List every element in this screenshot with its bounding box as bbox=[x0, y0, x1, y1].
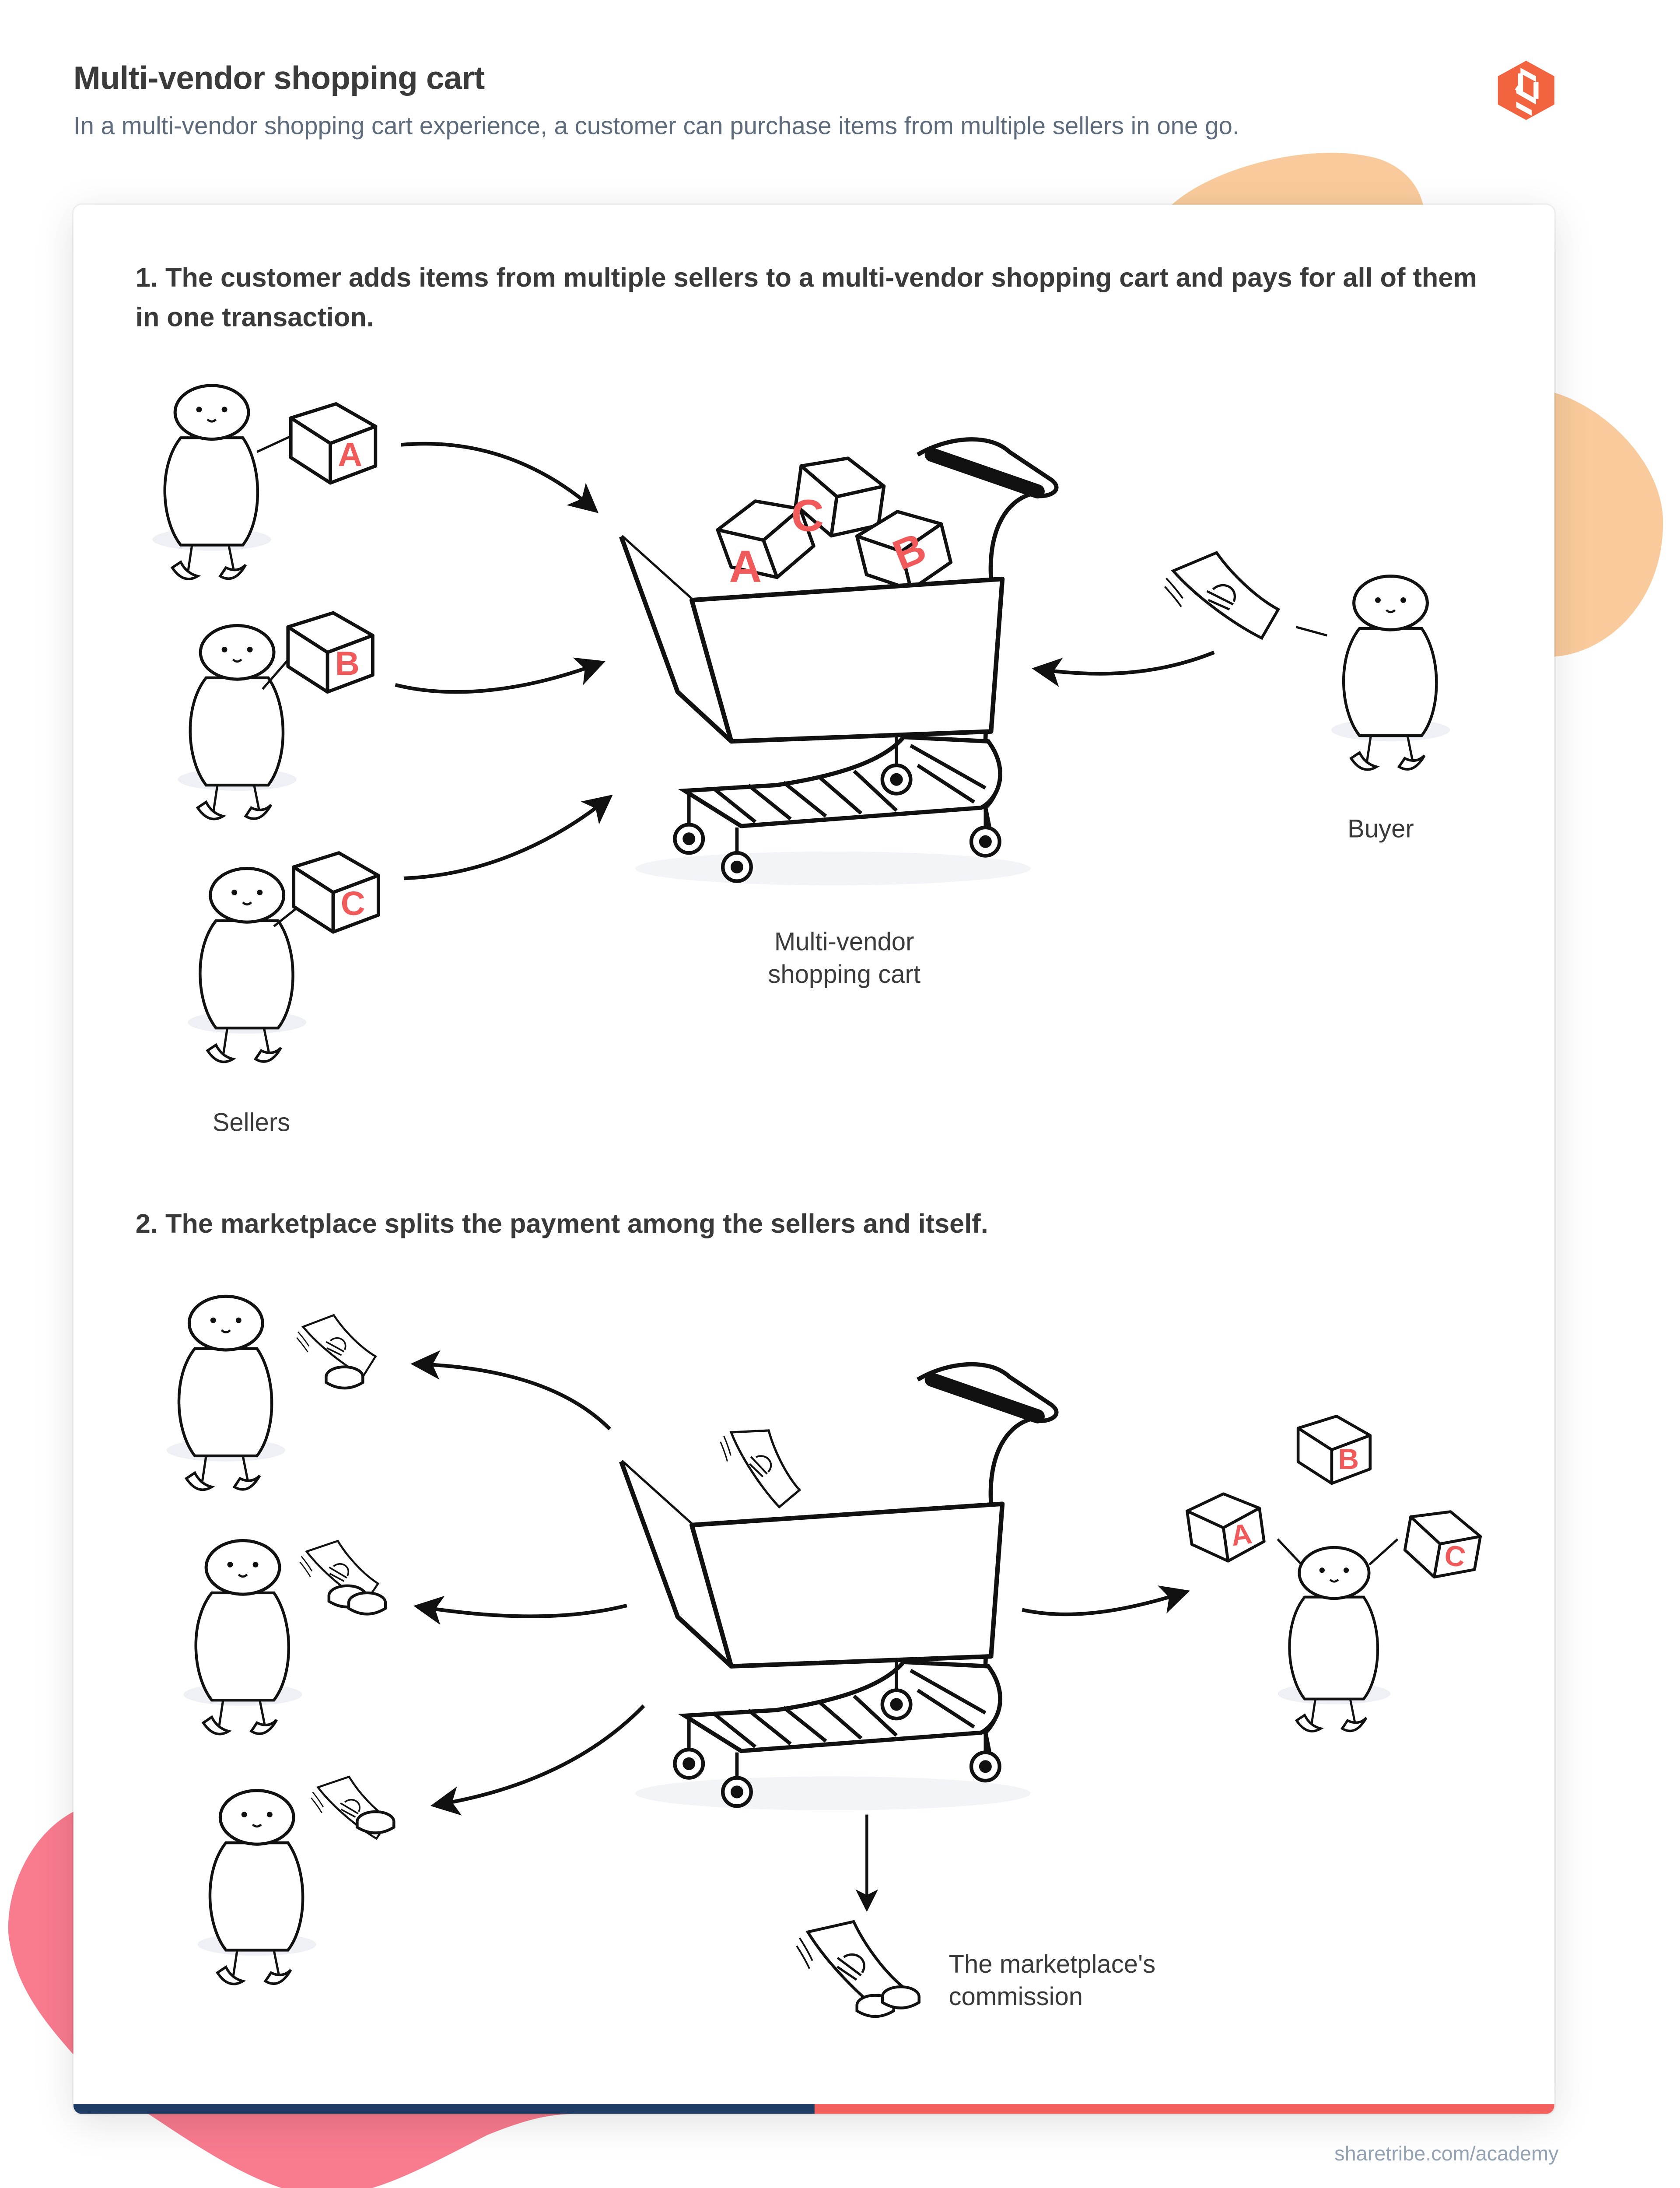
coin-icon bbox=[326, 1367, 363, 1388]
buyer-label: Buyer bbox=[1348, 814, 1414, 843]
arrow-cart-to-seller-3 bbox=[430, 1704, 645, 1816]
seller-b-figure bbox=[178, 626, 297, 819]
arrow-seller-a-to-cart bbox=[401, 442, 599, 513]
sellers-label: Sellers bbox=[212, 1108, 290, 1137]
cart-label-line-1: Multi-vendor bbox=[774, 928, 914, 956]
pink-blob-left bbox=[8, 1812, 74, 2055]
shopping-cart-2 bbox=[621, 1364, 1057, 1810]
pink-blob-bottom bbox=[148, 2114, 579, 2188]
cart-label-line-2: shopping cart bbox=[768, 960, 921, 989]
box-b-icon: B bbox=[1298, 1416, 1370, 1483]
step-1-heading: 1. The customer adds items from multiple… bbox=[135, 264, 1477, 333]
bottom-bar-navy bbox=[73, 2104, 815, 2114]
svg-text:C: C bbox=[791, 490, 824, 540]
footer-url[interactable]: sharetribe.com/academy bbox=[1334, 2143, 1559, 2167]
arrow-seller-c-to-cart bbox=[403, 794, 613, 880]
coin-icon bbox=[349, 1593, 385, 1614]
arrow-cart-to-buyer bbox=[1022, 1585, 1190, 1616]
commission-label-line-1: The marketplace's bbox=[948, 1950, 1156, 1978]
seller-2-paid-figure bbox=[183, 1541, 302, 1734]
seller-3-paid-figure bbox=[198, 1791, 316, 1984]
bottom-bar-coral bbox=[814, 2104, 1554, 2114]
arrow-cart-to-seller-2 bbox=[413, 1595, 627, 1625]
seller-1-paid-figure bbox=[167, 1296, 285, 1490]
coin-icon bbox=[882, 1987, 919, 2008]
arrow-seller-b-to-cart bbox=[395, 657, 606, 694]
svg-text:B: B bbox=[1338, 1443, 1359, 1475]
box-a-icon: A bbox=[291, 404, 376, 483]
shopping-cart-1: A C B bbox=[621, 439, 1057, 885]
euro-bill-icon bbox=[1159, 545, 1286, 640]
step-2-heading: 2. The marketplace splits the payment am… bbox=[135, 1210, 988, 1240]
cart-label: Multi-vendor shopping cart bbox=[717, 926, 971, 991]
svg-text:C: C bbox=[341, 885, 365, 922]
arrow-cart-to-seller-1 bbox=[410, 1350, 611, 1431]
box-b-icon: B bbox=[288, 613, 373, 692]
buyer-figure bbox=[1331, 576, 1450, 770]
orange-blob-top bbox=[1172, 153, 1423, 205]
arrow-buyer-to-cart bbox=[1032, 650, 1215, 687]
orange-blob-right bbox=[1554, 393, 1663, 657]
box-c-icon: C bbox=[1401, 1505, 1484, 1584]
svg-text:A: A bbox=[1229, 1517, 1254, 1552]
svg-text:A: A bbox=[338, 436, 362, 473]
commission-label: The marketplace's commission bbox=[948, 1949, 1259, 2013]
box-a-icon: A bbox=[1186, 1489, 1266, 1566]
commission-label-line-2: commission bbox=[948, 1982, 1083, 2011]
box-c-icon: C bbox=[294, 853, 378, 932]
page-title: Multi-vendor shopping cart bbox=[73, 59, 485, 96]
seller-a-figure bbox=[153, 386, 271, 579]
page-subtitle: In a multi-vendor shopping cart experien… bbox=[73, 111, 1239, 140]
coin-icon bbox=[357, 1812, 394, 1833]
sharetribe-logo-icon bbox=[1498, 60, 1554, 120]
seller-c-figure bbox=[188, 869, 306, 1062]
happy-buyer-figure bbox=[1278, 1547, 1391, 1731]
svg-text:A: A bbox=[729, 541, 762, 591]
svg-text:B: B bbox=[335, 645, 360, 682]
